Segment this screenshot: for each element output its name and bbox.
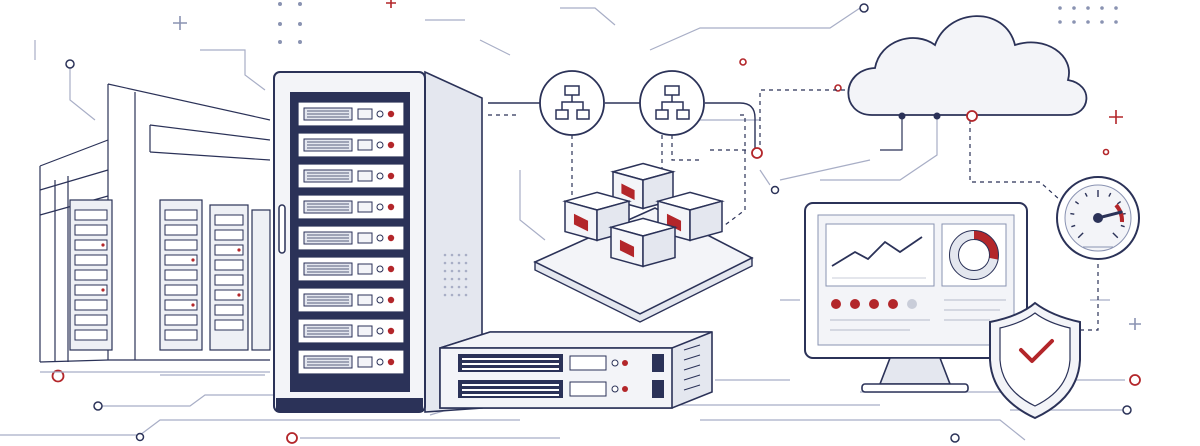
rack-side-vent — [443, 253, 468, 297]
gauge-tick — [1117, 200, 1122, 205]
line-chart-icon — [825, 223, 935, 287]
gauge-ticks — [1070, 190, 1126, 239]
rack-unit — [297, 287, 405, 313]
network-link-node — [751, 147, 763, 159]
dot-grid — [278, 2, 1118, 44]
rack-unit — [297, 256, 405, 282]
container-cube — [608, 217, 678, 268]
container-cubes-icon — [533, 162, 754, 323]
security-shield-check-icon — [989, 301, 1081, 420]
rack-unit — [297, 163, 405, 189]
circuit-nodes-accent — [51, 369, 1141, 444]
circuit-nodes — [65, 3, 1132, 443]
gauge-tick — [1108, 192, 1112, 197]
gauge-tick — [1074, 200, 1079, 205]
donut-accent-arc — [973, 230, 999, 260]
rack-unit — [297, 318, 405, 344]
status-dot — [850, 299, 860, 309]
network-links — [488, 102, 756, 150]
rack-unit — [297, 349, 405, 375]
rack-server-unit-icon — [439, 331, 713, 409]
status-dot — [888, 299, 898, 309]
gauge-tick — [1112, 232, 1119, 239]
rack-unit — [297, 101, 405, 127]
rack-unit — [297, 132, 405, 158]
gauge-tick — [1077, 232, 1084, 239]
rack-units — [297, 101, 405, 375]
status-dot — [831, 299, 841, 309]
gauge-tick — [1084, 192, 1088, 197]
data-center-building-icon — [39, 83, 271, 373]
container-cube — [562, 191, 632, 242]
decorative-marks — [173, 0, 1141, 330]
status-dots — [831, 299, 917, 309]
status-dot — [869, 299, 879, 309]
speedometer-gauge-icon — [1056, 176, 1140, 260]
cube-group — [562, 162, 725, 268]
donut-chart-icon — [941, 223, 1007, 287]
rack-unit — [297, 194, 405, 220]
network-hierarchy-icon — [639, 70, 705, 136]
monitor-dashboard-icon — [804, 202, 1028, 393]
cloud-icon — [820, 15, 1088, 181]
server-rack-icon — [273, 70, 483, 413]
network-dashed-links — [488, 89, 1099, 331]
gauge-tick — [1070, 212, 1075, 215]
network-hierarchy-icon — [539, 70, 605, 136]
gauge-tick — [1120, 224, 1125, 228]
rack-unit — [297, 225, 405, 251]
gauge-tick — [1071, 224, 1076, 228]
status-dot — [907, 299, 917, 309]
